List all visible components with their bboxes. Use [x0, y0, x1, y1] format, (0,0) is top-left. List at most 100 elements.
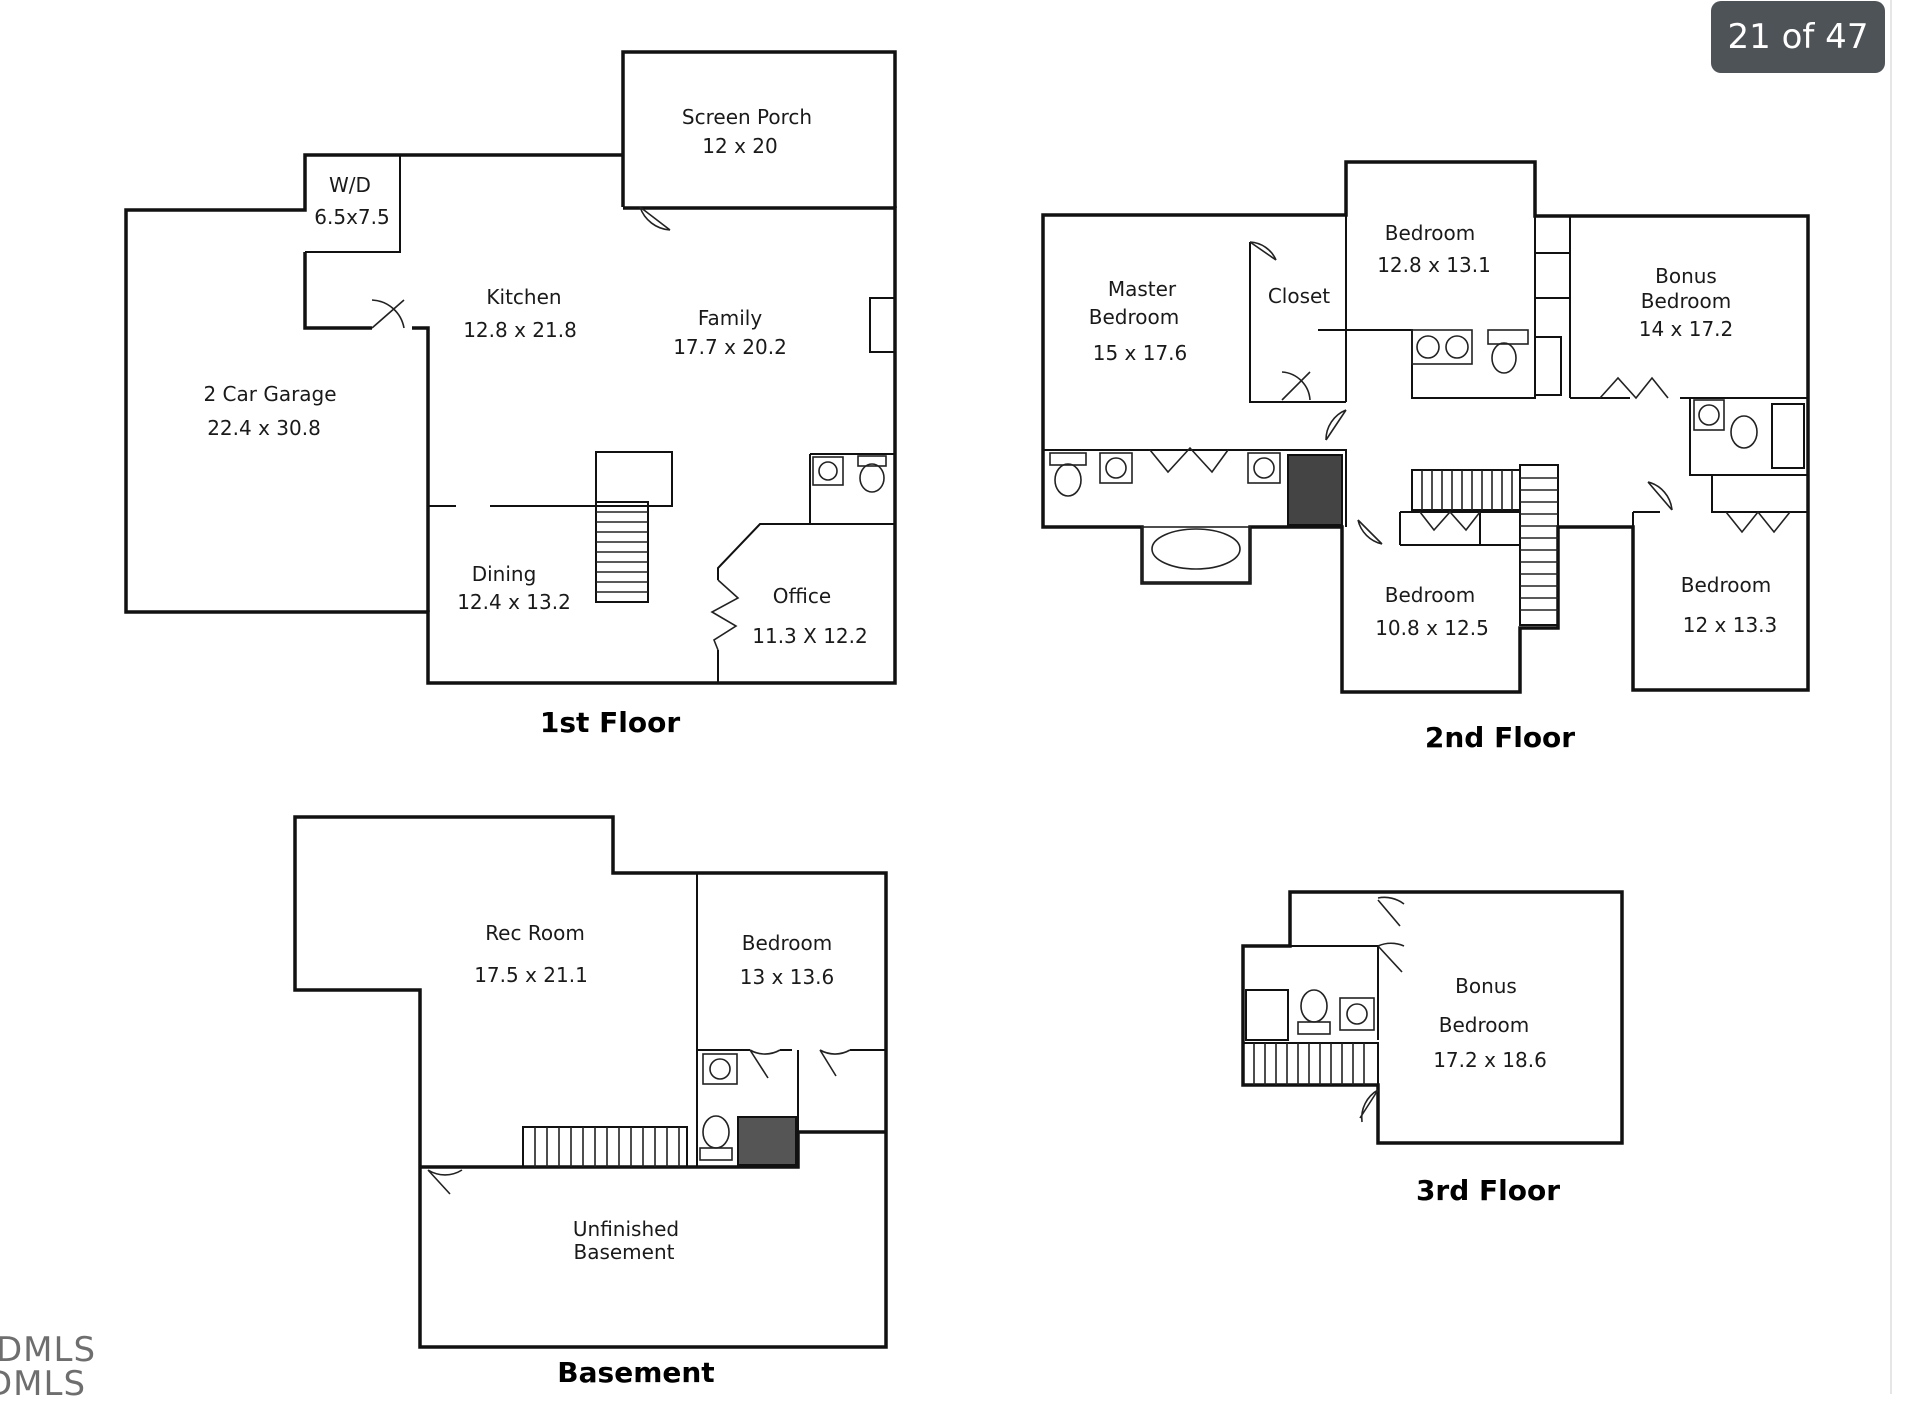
master-door-swing	[1281, 371, 1311, 401]
first-floor-stair-landing	[595, 451, 673, 507]
wd-dim: 6.5x7.5	[314, 205, 389, 229]
third-floor-stairs	[1242, 1042, 1379, 1086]
basement-door-swing-1	[749, 1049, 781, 1079]
mls-watermark: DMLS	[0, 1330, 97, 1370]
bedroom-mid-label: Bedroom	[1385, 583, 1475, 607]
bath-fixtures-2nd	[1049, 329, 1805, 584]
right-bedroom-wall	[1632, 475, 1808, 527]
basement-bedroom-dim: 13 x 13.6	[740, 965, 835, 989]
second-floor-stair-upper-treads	[1421, 470, 1513, 510]
unfinished-label-1: Unfinished	[573, 1217, 679, 1241]
family-label: Family	[698, 306, 763, 330]
basement-bedroom-wall	[696, 873, 886, 1167]
basement-door-swing-2	[819, 1049, 851, 1077]
office-folding-door	[710, 579, 740, 651]
basement-door-swing-3	[427, 1169, 463, 1195]
screen-porch-dim: 12 x 20	[702, 134, 777, 158]
second-floor-title: 2nd Floor	[1425, 721, 1575, 754]
first-floor-stair-treads	[596, 511, 648, 593]
screen-porch-walls	[621, 50, 897, 208]
third-bonus-dim: 17.2 x 18.6	[1433, 1048, 1547, 1072]
basement-stair-treads	[534, 1127, 680, 1167]
master-label-2: Bedroom	[1089, 305, 1179, 329]
third-floor-sink-basin	[1346, 1003, 1368, 1025]
third-floor-door-swing-2	[1377, 942, 1405, 973]
basement-toilet-tank	[699, 1147, 733, 1161]
mls-watermark-shadow: DMLS	[0, 1364, 87, 1404]
hall-door-swing	[1325, 409, 1347, 441]
bedroom-top-label: Bedroom	[1385, 221, 1475, 245]
closet-label: Closet	[1268, 284, 1330, 308]
third-floor-door-swing-1	[1377, 896, 1405, 927]
third-floor-bath-wall	[1290, 945, 1379, 1040]
bonus-folding-door	[1599, 376, 1669, 400]
image-counter-badge[interactable]: 21 of 47	[1711, 1, 1885, 73]
bedroom-right-dim: 12 x 13.3	[1683, 613, 1778, 637]
first-floor-outline	[124, 153, 897, 685]
office-label: Office	[773, 584, 831, 608]
third-floor-title: 3rd Floor	[1416, 1174, 1560, 1207]
bedroom-right-label: Bedroom	[1681, 573, 1771, 597]
fireplace	[869, 297, 896, 353]
bonus-dim: 14 x 17.2	[1639, 317, 1734, 341]
third-floor-toilet	[1300, 989, 1328, 1023]
third-floor-outline	[1241, 890, 1624, 1145]
third-floor-door-swing-3	[1359, 1089, 1379, 1123]
office-walls	[717, 523, 895, 683]
basement-sink	[702, 1053, 738, 1085]
bedroom-top-dim: 12.8 x 13.1	[1377, 253, 1491, 277]
dining-label: Dining	[472, 562, 537, 586]
basement-toilet	[702, 1115, 730, 1149]
family-dim: 17.7 x 20.2	[673, 335, 787, 359]
garage-door-swing	[371, 299, 405, 329]
first-floor-title: 1st Floor	[540, 706, 680, 739]
dining-dim: 12.4 x 13.2	[457, 590, 571, 614]
first-floor-plan: Screen Porch 12 x 20 W/D 6.5x7.5 Kitchen…	[124, 50, 897, 739]
mid-bedroom-folding-door	[1419, 510, 1481, 532]
half-bath-toilet-tank	[857, 455, 887, 467]
basement-outline	[293, 815, 888, 1349]
second-floor-plan: Master Bedroom 15 x 17.6 Closet Bedroom …	[1041, 160, 1810, 754]
basement-stairs	[522, 1126, 688, 1168]
garage-label: 2 Car Garage	[203, 382, 336, 406]
basement-shower	[737, 1116, 797, 1166]
right-bedroom-folding-door	[1725, 510, 1791, 534]
rec-room-dim: 17.5 x 21.1	[474, 963, 588, 987]
porch-door-swing	[639, 206, 671, 231]
bedroom-mid-dim: 10.8 x 12.5	[1375, 616, 1489, 640]
kitchen-dim: 12.8 x 21.8	[463, 318, 577, 342]
third-floor-plan: Bonus Bedroom 17.2 x 18.6 3rd Floor	[1241, 890, 1624, 1207]
bedroom-top-walls	[1346, 216, 1571, 399]
third-floor-toilet-tank	[1297, 1021, 1331, 1035]
half-bath-toilet	[859, 463, 885, 493]
garage-dim: 22.4 x 30.8	[207, 416, 321, 440]
third-floor-stair-treads	[1253, 1043, 1365, 1085]
rec-room-label: Rec Room	[485, 921, 585, 945]
third-floor-shower	[1245, 989, 1289, 1041]
hall-bath-walls	[1689, 398, 1808, 476]
unfinished-label-2: Basement	[573, 1240, 674, 1264]
bonus-label-2: Bedroom	[1641, 289, 1731, 313]
kitchen-label: Kitchen	[486, 285, 561, 309]
mid-bedroom-walls	[1399, 511, 1520, 546]
basement-unfinished-wall	[420, 1130, 886, 1169]
master-closet-wall	[1249, 242, 1346, 403]
third-floor-sink	[1339, 997, 1375, 1031]
third-bonus-label-1: Bonus	[1455, 974, 1517, 998]
basement-plan: Rec Room 17.5 x 21.1 Bedroom 13 x 13.6 U…	[293, 815, 888, 1389]
master-label-1: Master	[1108, 277, 1177, 301]
basement-bedroom-label: Bedroom	[742, 931, 832, 955]
basement-sink-basin	[709, 1058, 731, 1080]
wd-room-walls	[305, 155, 401, 253]
master-folding-door	[1149, 446, 1229, 474]
half-bath-sink-basin	[818, 461, 838, 481]
garage-wall	[303, 252, 430, 612]
half-bath-sink	[812, 456, 844, 486]
second-floor-stair-lower-treads	[1520, 477, 1558, 611]
third-bonus-label-2: Bedroom	[1439, 1013, 1529, 1037]
closet-hall-wall	[1318, 215, 1347, 402]
screen-porch-label: Screen Porch	[682, 105, 812, 129]
second-floor-stair-upper	[1411, 469, 1521, 511]
master-bath-wall	[1043, 449, 1347, 527]
